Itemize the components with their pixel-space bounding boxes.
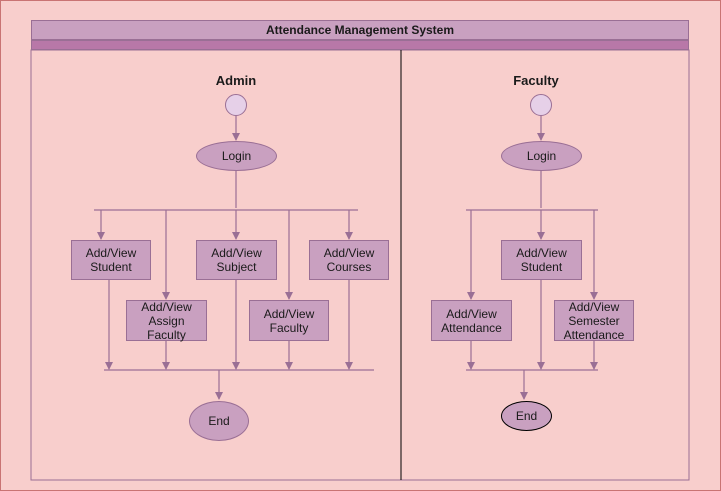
- faculty-end-node: End: [501, 401, 552, 431]
- admin-add-view-student: Add/View Student: [71, 240, 151, 280]
- admin-add-view-subject: Add/View Subject: [196, 240, 277, 280]
- admin-add-view-assign-faculty: Add/View Assign Faculty: [126, 300, 207, 342]
- admin-login-node: Login: [196, 141, 277, 171]
- faculty-login-node: Login: [501, 141, 582, 171]
- title-band: [31, 40, 689, 50]
- faculty-add-view-student: Add/View Student: [501, 240, 582, 280]
- admin-add-view-faculty: Add/View Faculty: [249, 300, 329, 341]
- faculty-start-node: [530, 94, 552, 116]
- faculty-add-view-attendance: Add/View Attendance: [431, 300, 512, 341]
- admin-end-node: End: [189, 401, 249, 441]
- lane-title-faculty: Faculty: [513, 73, 559, 88]
- faculty-add-view-semester-attendance: Add/View Semester Attendance: [554, 300, 634, 342]
- lane-title-admin: Admin: [215, 73, 257, 88]
- admin-start-node: [225, 94, 247, 116]
- diagram-title: Attendance Management System: [31, 20, 689, 40]
- swimlane-frame: [30, 49, 690, 481]
- admin-add-view-courses: Add/View Courses: [309, 240, 389, 280]
